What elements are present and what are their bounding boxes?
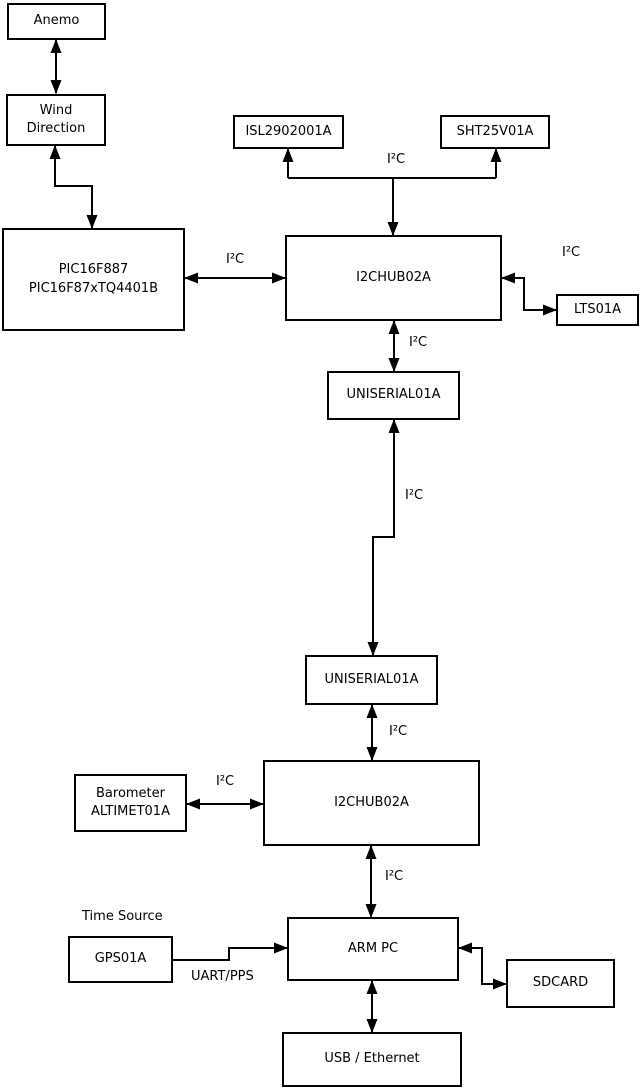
node-pic16f887: PIC16F887 PIC16F87xTQ4401B: [2, 228, 185, 331]
edge-label-i2c-hub-uniserial-upper: I²C: [409, 335, 428, 350]
node-arm-pc-label: ARM PC: [347, 940, 399, 956]
node-usb-ethernet-label: USB / Ethernet: [324, 1051, 420, 1067]
node-uniserial01a-upper-label: UNISERIAL01A: [346, 387, 441, 403]
edge-gps01a-armpc: [173, 942, 288, 961]
node-isl2902001a: ISL2902001A: [233, 115, 344, 149]
node-sht25v01a: SHT25V01A: [440, 115, 550, 149]
node-lts01a-label: LTS01A: [573, 301, 622, 317]
node-i2chub02a-upper: I2CHUB02A: [285, 235, 502, 321]
node-gps01a: GPS01A: [68, 936, 173, 983]
node-anemo: Anemo: [7, 3, 106, 40]
edge-label-i2c-uniserial-link: I²C: [405, 488, 424, 503]
node-i2chub02a-lower: I2CHUB02A: [263, 760, 480, 846]
node-sdcard: SDCARD: [506, 959, 615, 1008]
edge-i2chub-upper-lts01a: [501, 272, 557, 316]
node-wind-direction-label: Wind Direction: [26, 102, 86, 136]
edge-label-i2c-hub-armpc: I²C: [385, 869, 404, 884]
node-arm-pc: ARM PC: [287, 917, 459, 981]
edge-label-i2c-barometer-hub: I²C: [216, 774, 235, 789]
edge-label-i2c-uniserial-hub-lower: I²C: [389, 724, 408, 739]
edge-armpc-sdcard: [458, 942, 507, 990]
node-anemo-label: Anemo: [33, 13, 80, 29]
node-barometer-altimet01a-label: Barometer ALTIMET01A: [91, 785, 170, 819]
node-isl2902001a-label: ISL2902001A: [245, 123, 332, 139]
edge-winddirection-pic: [49, 145, 98, 229]
node-i2chub02a-lower-label: I2CHUB02A: [334, 794, 409, 810]
edge-label-i2c-hub-lts: I²C: [562, 245, 581, 260]
node-sdcard-label: SDCARD: [532, 975, 589, 991]
node-barometer-altimet01a: Barometer ALTIMET01A: [74, 774, 187, 832]
node-gps01a-label: GPS01A: [94, 951, 147, 967]
node-usb-ethernet: USB / Ethernet: [282, 1032, 462, 1087]
node-uniserial01a-lower-label: UNISERIAL01A: [324, 671, 419, 687]
node-wind-direction: Wind Direction: [6, 94, 106, 146]
node-sht25v01a-label: SHT25V01A: [456, 123, 534, 139]
label-time-source: Time Source: [82, 909, 163, 924]
node-lts01a: LTS01A: [556, 294, 639, 326]
node-i2chub02a-upper-label: I2CHUB02A: [356, 269, 431, 285]
node-uniserial01a-upper: UNISERIAL01A: [327, 371, 460, 420]
edge-label-i2c-pic-hub: I²C: [226, 252, 245, 267]
node-pic16f887-label: PIC16F887 PIC16F87xTQ4401B: [28, 262, 159, 296]
edge-label-i2c-sensor-bus: I²C: [387, 152, 406, 167]
edge-uniserial-upper-uniserial-lower: [367, 419, 400, 656]
edge-label-uart-pps: UART/PPS: [191, 969, 254, 984]
node-uniserial01a-lower: UNISERIAL01A: [305, 655, 438, 705]
